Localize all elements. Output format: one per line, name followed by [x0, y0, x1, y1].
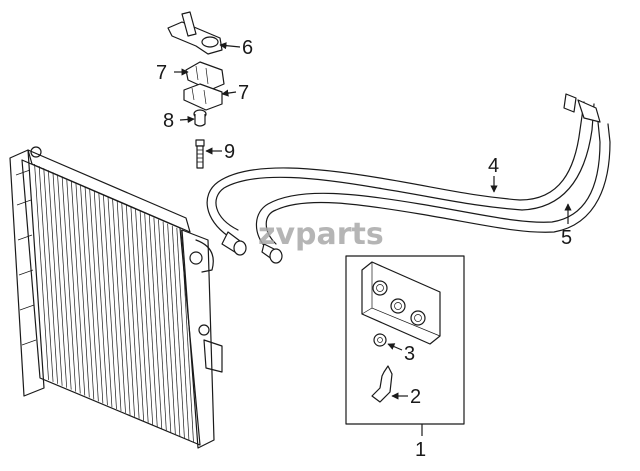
hose-end-fittings — [563, 93, 601, 123]
radiator-fin — [70, 180, 86, 396]
radiator — [9, 146, 223, 449]
callout-2: 2 — [410, 386, 421, 408]
radiator-fin — [48, 170, 63, 386]
radiator-fin — [121, 203, 135, 417]
radiator-fin — [162, 221, 176, 435]
radiator-fin — [34, 164, 49, 380]
radiator-fin — [75, 182, 90, 398]
radiator-fin — [153, 217, 167, 431]
radiator-fin — [84, 186, 99, 402]
radiator-fin — [135, 209, 149, 423]
radiator-fin — [116, 201, 131, 415]
radiator-fin — [139, 211, 154, 425]
radiator-fin — [176, 227, 190, 441]
radiator-fin — [103, 194, 117, 410]
radiator-fin — [167, 223, 181, 437]
radiator-fin — [52, 172, 67, 388]
radiator-fin — [43, 168, 58, 384]
oil-cooler-assembly-box — [345, 255, 465, 425]
cooler-line-4 — [206, 101, 595, 256]
bolt-part-8 — [193, 109, 207, 127]
callout-7-upper: 7 — [156, 62, 167, 84]
radiator-fin — [181, 229, 194, 443]
callouts: 6 7 7 8 9 4 5 3 2 1 — [156, 37, 572, 461]
callout-6: 6 — [242, 37, 253, 59]
radiator-fin — [148, 215, 163, 429]
bracket-part-6 — [167, 11, 223, 55]
callout-3: 3 — [404, 343, 415, 365]
clamp-part-7-upper — [185, 61, 225, 91]
radiator-fin — [107, 196, 122, 412]
radiator-fin — [80, 184, 95, 400]
callout-9: 9 — [224, 141, 235, 163]
watermark-logo: zvparts — [258, 217, 384, 252]
radiator-fin — [130, 207, 144, 421]
clamp-part-7-lower — [183, 83, 223, 111]
callout-7-lower: 7 — [238, 82, 249, 104]
callout-1: 1 — [415, 439, 426, 461]
radiator-fin — [38, 166, 54, 382]
cooler-line-5 — [255, 121, 611, 264]
radiator-fin — [112, 199, 126, 413]
radiator-fin — [89, 188, 104, 404]
callout-5: 5 — [561, 227, 572, 249]
radiator-fin — [61, 176, 77, 392]
callout-8: 8 — [163, 110, 174, 132]
radiator-fin — [126, 205, 140, 419]
bolt-part-9 — [195, 139, 205, 169]
radiator-fin — [158, 219, 172, 433]
radiator-fin — [98, 192, 113, 408]
radiator-fins — [34, 164, 194, 443]
radiator-fin — [144, 213, 158, 427]
radiator-fin — [171, 225, 185, 439]
radiator-fin — [57, 174, 72, 390]
radiator-fin — [93, 190, 108, 406]
radiator-fin — [66, 178, 81, 394]
callout-4: 4 — [488, 155, 499, 177]
